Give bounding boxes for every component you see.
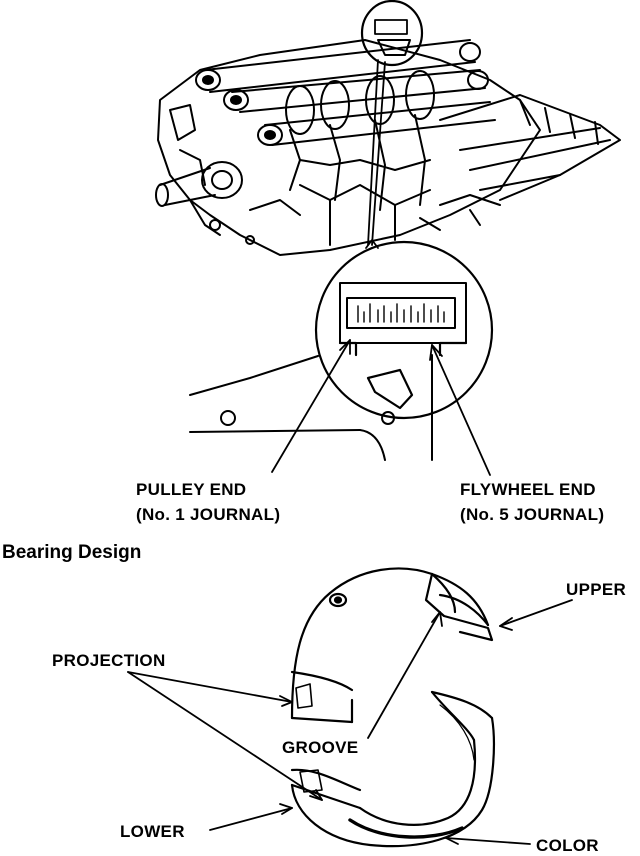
pulley-journal-label: (No. 1 JOURNAL): [136, 505, 281, 524]
flywheel-journal-label: (No. 5 JOURNAL): [460, 505, 605, 524]
magnified-detail-circle: [314, 240, 494, 420]
lower-label: LOWER: [120, 822, 185, 841]
pulley-end-label: PULLEY END: [136, 480, 247, 499]
lower-bearing-shell: [290, 690, 495, 848]
upper-bearing-shell: [290, 567, 494, 724]
bearing-leader-arrows: [127, 599, 573, 845]
end-leader-arrows: [271, 339, 491, 476]
bearing-design-heading: Bearing Design: [2, 542, 142, 563]
projection-label: PROJECTION: [52, 651, 166, 670]
flywheel-end-label: FLYWHEEL END: [460, 480, 596, 499]
magnify-pointer: [365, 59, 386, 249]
block-casting-outline: [189, 354, 433, 461]
color-label: COLOR: [536, 836, 599, 855]
groove-label: GROOVE: [282, 738, 359, 757]
cylinder-head-illustration: [155, 0, 621, 256]
upper-label: UPPER: [566, 580, 627, 599]
